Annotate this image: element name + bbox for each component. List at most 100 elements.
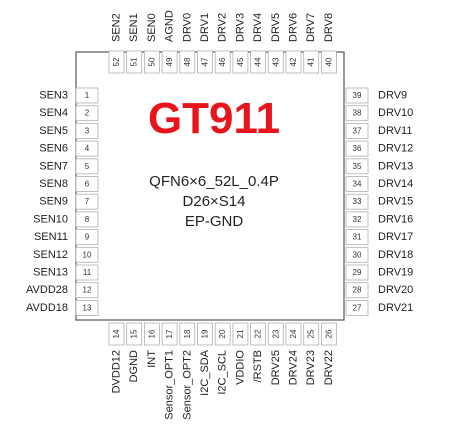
pin-25-cell (303, 322, 320, 346)
pin-19-label: I2C_SDA (199, 349, 211, 396)
pin-1-number: 1 (85, 91, 90, 100)
pin-24-cell (285, 322, 302, 346)
pin-35-number: 35 (353, 162, 362, 171)
pin-47-number: 47 (201, 57, 210, 66)
pin-49-label: AGND (164, 10, 176, 42)
ep-label: EP-GND (185, 213, 244, 230)
pin-9-label: SEN11 (34, 231, 68, 243)
pin-49-cell (161, 50, 178, 74)
pin-22-number: 22 (254, 329, 263, 338)
pin-22-cell (250, 322, 267, 346)
pin-40-label: DRV8 (323, 13, 335, 42)
pin-15-label: DGND (128, 350, 140, 382)
pin-13-cell (75, 299, 99, 316)
package-label: QFN6×6_52L_0.4P (149, 173, 279, 190)
pin-7-cell (75, 193, 99, 210)
pin-6-label: SEN8 (39, 178, 68, 190)
pin-11-label: SEN13 (33, 267, 68, 279)
pin-34-label: DRV14 (378, 178, 413, 190)
pin-46-label: DRV2 (217, 13, 229, 42)
pin-9-number: 9 (85, 233, 90, 242)
pin-20-label: I2C_SCL (217, 350, 229, 395)
pin-26-number: 26 (324, 329, 333, 338)
pin-50-label: SEN0 (146, 13, 158, 42)
pin-11-number: 11 (83, 268, 92, 277)
pin-33-number: 33 (353, 197, 362, 206)
pin-3-number: 3 (85, 126, 90, 135)
pin-groups: 1SEN32SEN43SEN54SEN65SEN76SEN87SEN98SEN1… (26, 10, 413, 420)
pin-24-label: DRV24 (288, 350, 300, 385)
pin-52-cell (108, 50, 125, 74)
pin-44-cell (250, 50, 267, 74)
pin-15-cell (126, 322, 143, 346)
pin-14-number: 14 (112, 329, 121, 338)
pin-33-label: DRV15 (378, 196, 413, 208)
pin-38-number: 38 (353, 109, 362, 118)
pin-17-number: 17 (165, 329, 174, 338)
pin-12-number: 12 (83, 286, 92, 295)
pin-31-cell (345, 229, 369, 246)
pin-4-number: 4 (85, 144, 90, 153)
pin-34-cell (345, 176, 369, 192)
die-label: D26×S14 (183, 193, 246, 210)
pin-2-cell (75, 105, 99, 122)
pin-45-number: 45 (236, 57, 245, 66)
pin-37-cell (345, 123, 369, 139)
pin-5-cell (75, 158, 99, 175)
pin-37-number: 37 (353, 126, 362, 135)
pin-37-label: DRV11 (378, 125, 412, 137)
pin-28-label: DRV20 (378, 284, 413, 296)
pin-9-cell (75, 229, 99, 246)
pin-20-number: 20 (218, 329, 227, 338)
pin-4-cell (75, 140, 99, 157)
pin-2-label: SEN4 (39, 107, 68, 119)
chip-name: GT911 (148, 94, 280, 143)
pin-10-cell (75, 246, 99, 263)
pin-34-number: 34 (353, 180, 362, 189)
pin-13-label: AVDD18 (26, 302, 68, 314)
pin-44-label: DRV4 (252, 13, 264, 42)
pin-31-label: DRV17 (378, 231, 413, 243)
pin-3-cell (75, 123, 99, 139)
pin-36-label: DRV12 (378, 143, 413, 155)
pin-7-number: 7 (85, 197, 90, 206)
pin-21-cell (232, 322, 249, 346)
pin-12-label: AVDD28 (26, 284, 68, 296)
pin-30-number: 30 (353, 250, 362, 259)
pin-16-cell (143, 322, 160, 346)
pin-16-number: 16 (147, 329, 156, 338)
pin-3-label: SEN5 (39, 125, 68, 137)
pin-49-number: 49 (165, 57, 174, 66)
pin-30-label: DRV18 (378, 249, 413, 261)
pin-29-cell (345, 264, 369, 281)
pin-52-number: 52 (112, 57, 121, 66)
pin-25-label: DRV23 (305, 350, 317, 385)
pin-18-number: 18 (183, 329, 192, 338)
pin-43-number: 43 (271, 57, 280, 66)
pin-45-label: DRV3 (234, 13, 246, 42)
pin-12-cell (75, 282, 99, 299)
pin-24-number: 24 (289, 329, 298, 338)
pin-46-cell (214, 50, 231, 74)
pin-43-cell (267, 50, 284, 74)
pin-33-cell (345, 193, 369, 210)
pin-32-label: DRV16 (378, 213, 413, 225)
pin-10-number: 10 (83, 250, 92, 259)
pin-14-label: DVDD12 (111, 350, 123, 393)
pin-29-label: DRV19 (378, 267, 413, 279)
pin-19-number: 19 (201, 329, 210, 338)
pin-45-cell (232, 50, 249, 74)
pin-35-label: DRV13 (378, 160, 413, 172)
pin-29-number: 29 (353, 268, 362, 277)
pin-4-label: SEN6 (39, 143, 68, 155)
pin-40-number: 40 (324, 57, 333, 66)
pin-52-label: SEN2 (111, 13, 123, 42)
pin-27-label: DRV21 (378, 302, 413, 314)
pin-2-number: 2 (85, 109, 90, 118)
pin-21-number: 21 (236, 329, 245, 338)
pin-41-label: DRV7 (305, 13, 317, 42)
pin-42-label: DRV6 (288, 13, 300, 42)
pin-39-cell (345, 87, 369, 104)
pin-6-cell (75, 176, 99, 192)
